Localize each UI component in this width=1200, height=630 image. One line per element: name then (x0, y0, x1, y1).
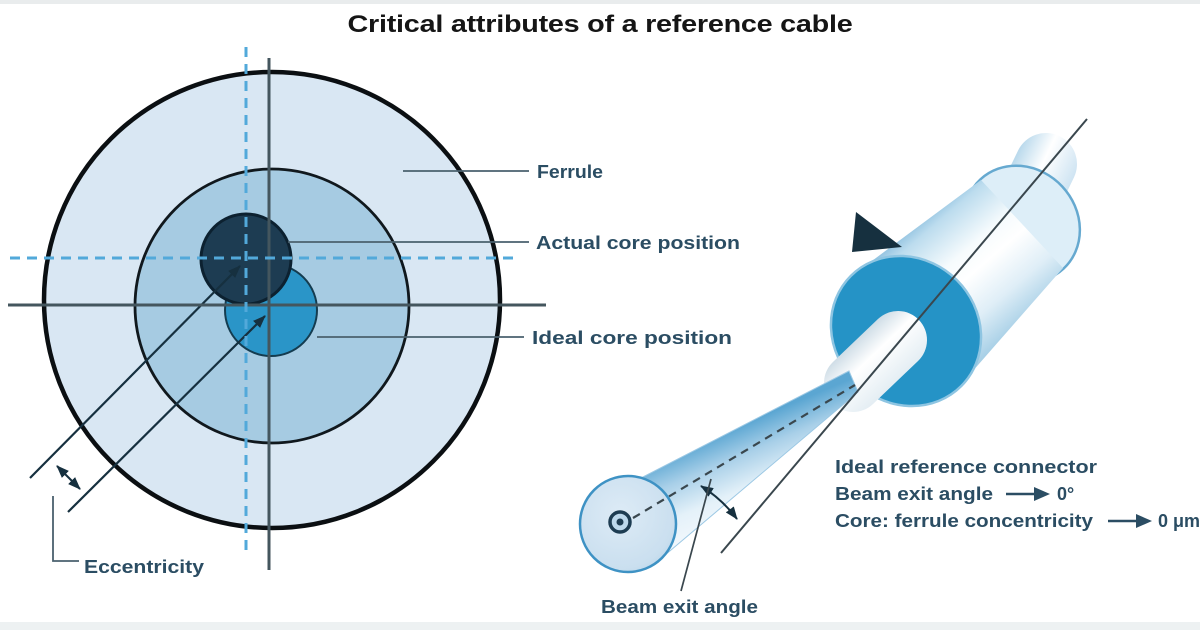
right-arrow-icon (1108, 514, 1152, 528)
label-ferrule: Ferrule (537, 162, 603, 182)
eccentricity-bracket (52, 496, 79, 562)
callout-beam-exit-angle: Beam exit angle (601, 597, 758, 617)
beam-exit-angle-arrow (700, 485, 738, 520)
beam-axis-dashed-line (632, 384, 856, 519)
spec-concentricity-label: Core: ferrule concentricity (835, 511, 1093, 531)
figure-title: Critical attributes of a reference cable (348, 11, 853, 38)
offset-line-ideal-core (67, 315, 266, 513)
offset-line-actual-core (29, 265, 241, 479)
label-actual-core-position: Actual core position (536, 233, 740, 253)
connector-diagram: Ideal reference connector Beam exit angl… (578, 118, 1200, 617)
right-arrow-icon (1006, 487, 1050, 501)
connector-ferrule (824, 311, 927, 412)
eccentricity-arrow (56, 465, 81, 490)
label-ideal-core-position: Ideal core position (532, 328, 732, 348)
connector-key-wedge (852, 212, 902, 252)
label-eccentricity: Eccentricity (84, 557, 204, 577)
connector-axis-line (720, 118, 1088, 554)
top-edge-strip (0, 0, 1200, 4)
bottom-edge-strip (0, 622, 1200, 630)
leader-beam-exit-angle (680, 478, 712, 592)
spec-concentricity-value: 0 μm (1158, 511, 1200, 531)
fiber-core-dot (616, 518, 624, 526)
label-ideal-reference-connector: Ideal reference connector (835, 457, 1097, 477)
cross-section-diagram: Ferrule Actual core position Ideal core … (8, 47, 740, 577)
spec-beam-exit-angle-value: 0° (1057, 484, 1074, 504)
spec-beam-exit-angle-label: Beam exit angle (835, 484, 993, 504)
